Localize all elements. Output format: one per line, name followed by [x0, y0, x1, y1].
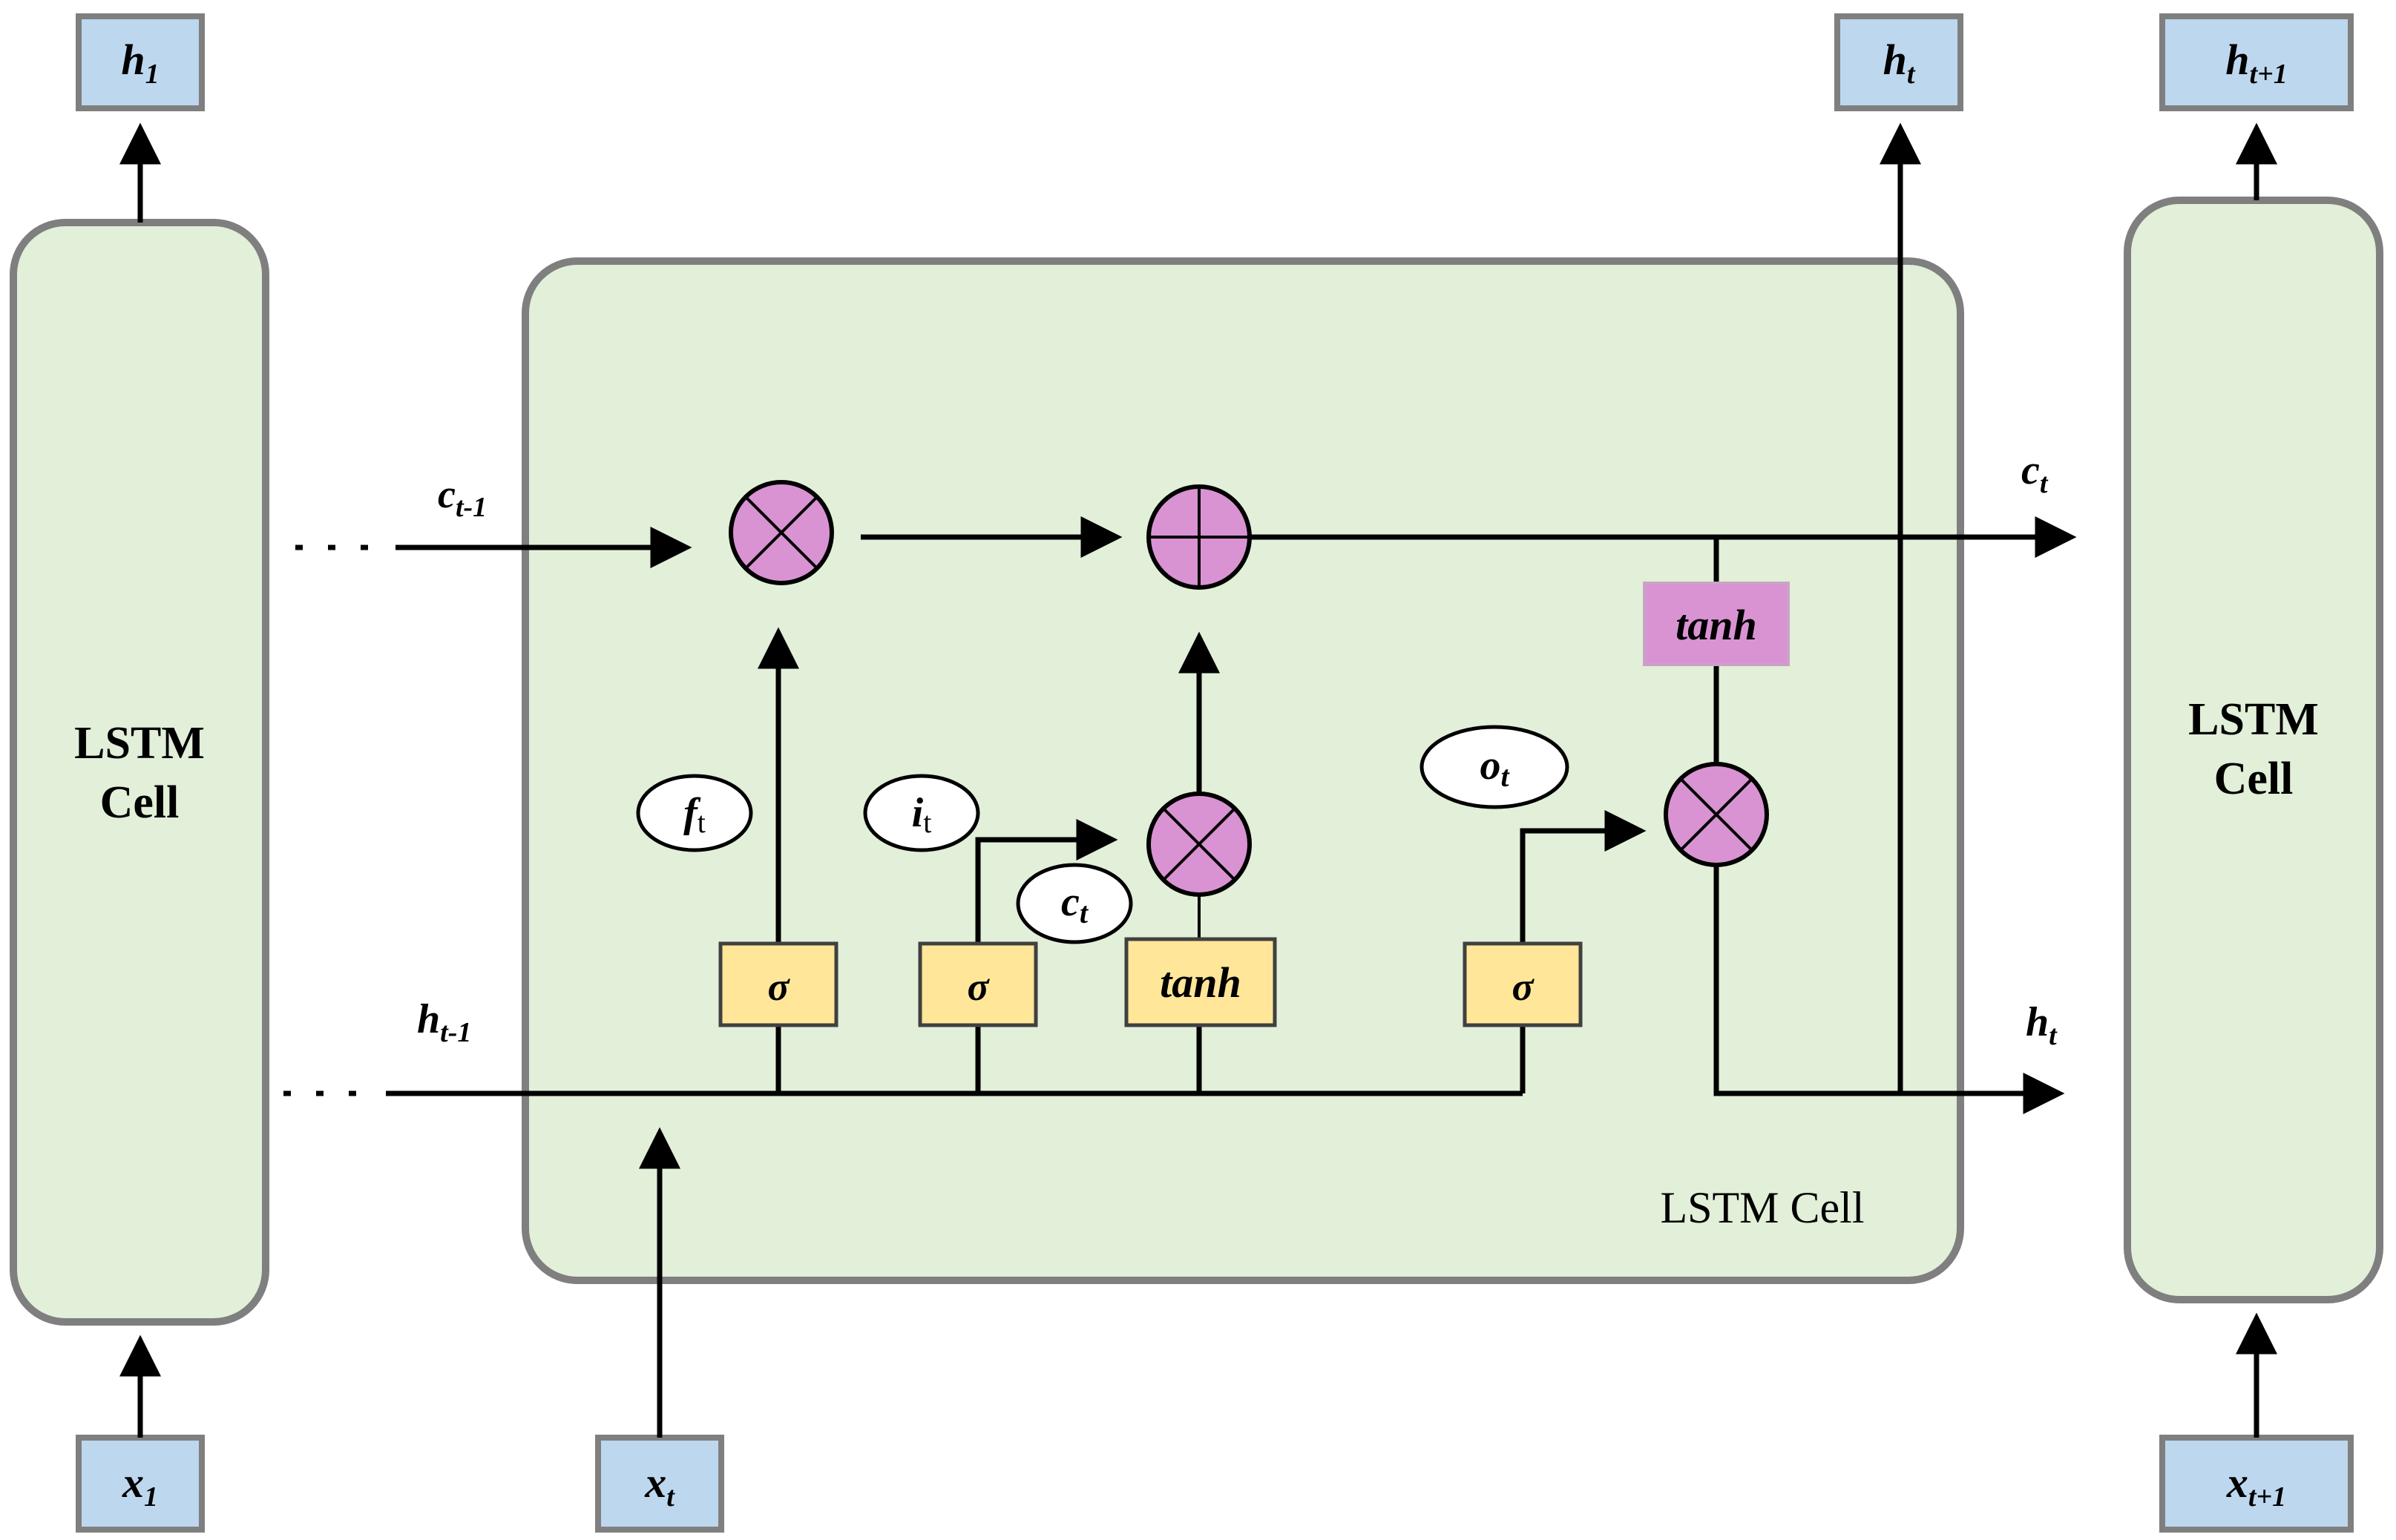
h-prev-base: h: [417, 996, 440, 1042]
arrow-output-gate-to-mul: [1520, 810, 1647, 944]
input-x1-base: x: [122, 1458, 144, 1507]
c-prev-base: c: [438, 472, 456, 516]
output-gate-base: o: [1480, 743, 1500, 789]
input-xt-base: x: [644, 1458, 666, 1507]
output-gate-sub: t: [1500, 760, 1510, 793]
output-ht-base: h: [1883, 36, 1907, 84]
output-ht1-sub: t+1: [2250, 59, 2288, 90]
forget-gate-oval: ft: [636, 774, 753, 852]
center-cell-label: LSTM Cell: [1660, 1183, 1864, 1232]
h-prev-sub: t-1: [440, 1017, 471, 1048]
left-cell-title-line2: Cell: [100, 777, 180, 828]
output-ht: ht: [1834, 13, 1963, 111]
right-lstm-cell: LSTM Cell: [2124, 197, 2383, 1303]
right-cell-title-line2: Cell: [2214, 754, 2294, 804]
c-prev-sub: t-1: [456, 492, 487, 523]
svg-text:ht: ht: [1883, 36, 1916, 90]
output-sigma-gate: σ: [1463, 941, 1583, 1027]
forget-multiply-op: [729, 480, 834, 585]
cell-add-op: [1146, 484, 1252, 590]
input-multiply-op: [1146, 792, 1252, 897]
arrow-output-mul-to-ht: [1713, 866, 2065, 1114]
svg-text:h1: h1: [121, 36, 159, 90]
output-h1-sub: 1: [145, 59, 160, 90]
input-sigma-gate: σ: [918, 941, 1038, 1027]
candidate-tanh-gate: tanh: [1124, 937, 1277, 1027]
input-xt1-sub: t+1: [2248, 1481, 2286, 1513]
c-out-label: ct: [2021, 447, 2049, 499]
candidate-base: c: [1061, 879, 1080, 925]
h-out-base: h: [2026, 999, 2049, 1045]
svg-text:xt: xt: [644, 1458, 675, 1513]
arrow-input-gate-to-mul: [975, 819, 1118, 944]
input-xt1: xt+1: [2159, 1435, 2354, 1533]
cell-tanh-box: tanh: [1643, 582, 1790, 666]
svg-text:xt+1: xt+1: [2226, 1458, 2286, 1513]
svg-text:ot: ot: [1480, 743, 1510, 793]
left-cell-title-line1: LSTM: [74, 718, 205, 769]
center-lstm-cell: LSTM Cell: [522, 257, 1964, 1284]
svg-text:x1: x1: [122, 1458, 158, 1513]
h-prev-label: ht-1: [417, 996, 471, 1048]
input-gate-oval: it: [863, 774, 980, 852]
input-gate-sub: t: [923, 806, 931, 839]
forget-sigma-gate: σ: [718, 941, 838, 1027]
candidate-tanh-label: tanh: [1160, 958, 1241, 1007]
output-h1-base: h: [121, 36, 145, 84]
h-out-label: ht: [2026, 999, 2058, 1051]
output-ht1-base: h: [2225, 36, 2249, 84]
cell-tanh-label: tanh: [1675, 601, 1757, 649]
output-gate-oval: ot: [1419, 725, 1569, 809]
input-xt-sub: t: [666, 1481, 675, 1513]
c-out-base: c: [2021, 447, 2040, 493]
input-x1: x1: [76, 1435, 205, 1533]
c-out-sub: t: [2040, 468, 2049, 499]
input-gate-base: i: [912, 790, 924, 836]
svg-text:it: it: [912, 790, 932, 839]
c-prev-label: ct-1: [438, 472, 487, 523]
candidate-oval: ct: [1016, 863, 1133, 944]
input-x1-sub: 1: [144, 1481, 158, 1513]
left-lstm-cell: LSTM Cell: [10, 219, 269, 1326]
input-xt1-base: x: [2226, 1458, 2248, 1507]
h-out-sub: t: [2049, 1020, 2058, 1051]
svg-text:ct: ct: [1061, 879, 1089, 929]
output-ht-sub: t: [1907, 59, 1916, 90]
input-xt: xt: [595, 1435, 724, 1533]
output-sigma-label: σ: [1512, 964, 1535, 1009]
output-h1: h1: [76, 13, 205, 111]
forget-gate-sub: t: [698, 806, 706, 839]
output-multiply-op: [1664, 762, 1769, 867]
svg-text:ht+1: ht+1: [2225, 36, 2287, 90]
input-sigma-label: σ: [967, 964, 990, 1009]
output-ht1: ht+1: [2159, 13, 2354, 111]
forget-sigma-label: σ: [767, 964, 790, 1009]
right-cell-title-line1: LSTM: [2188, 694, 2319, 745]
candidate-sub: t: [1080, 896, 1089, 929]
